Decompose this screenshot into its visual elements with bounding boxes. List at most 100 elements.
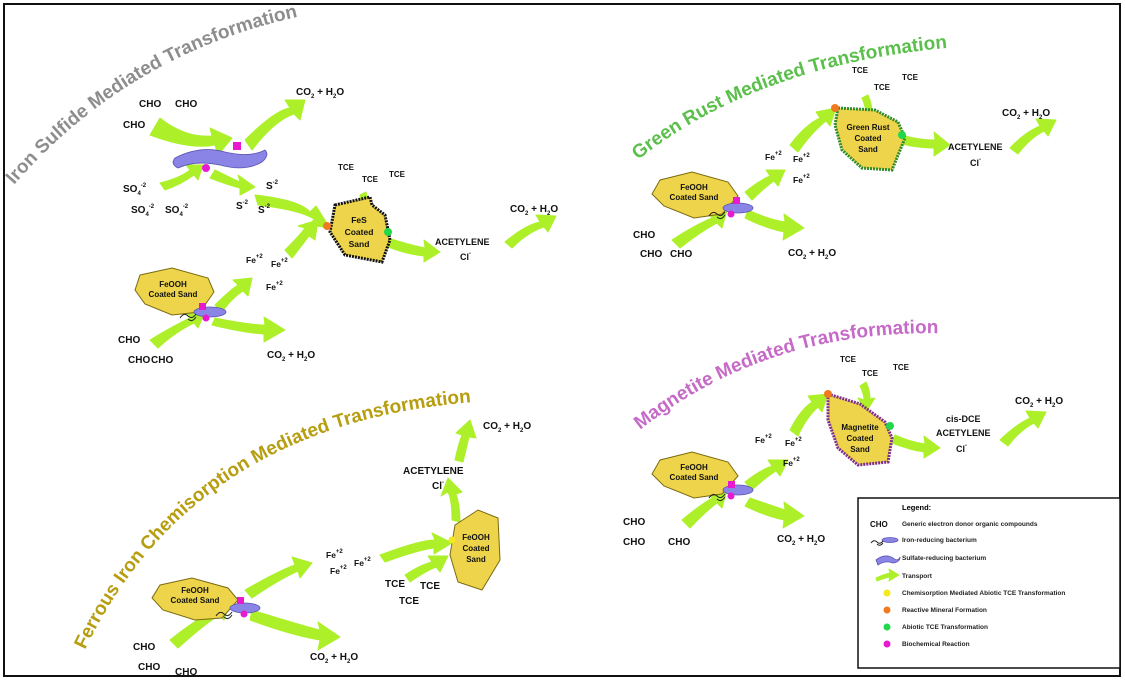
arrow-bacterium-to-s xyxy=(209,169,256,196)
biochemical-reaction-marker xyxy=(202,164,210,172)
arrow-mg-bacterium-to-co2 xyxy=(744,497,805,529)
label-co2-h2o: CO2 + H2O xyxy=(510,204,558,217)
label-cho: CHO xyxy=(128,355,150,366)
bacterium-flagella xyxy=(708,493,726,502)
label-cho: CHO xyxy=(175,667,197,678)
label-cho: CHO xyxy=(123,120,145,131)
bacterium-flagella xyxy=(708,211,726,220)
green-rust-coated-sand xyxy=(833,106,907,172)
feooh-label: FeOOH xyxy=(159,280,187,289)
arrow-mg-bacterium-to-fe xyxy=(744,459,789,491)
label-chloride: Cl- xyxy=(432,480,444,492)
iron-reducing-bacterium xyxy=(722,484,754,496)
label-cho: CHO xyxy=(139,99,161,110)
feooh-label: FeOOH xyxy=(680,183,708,192)
feooh-label: Coated Sand xyxy=(149,290,198,299)
label-tce: TCE xyxy=(338,163,355,172)
fes-coated-sand xyxy=(328,195,392,264)
feooh-coated-sand xyxy=(651,171,739,219)
legend-chemisorption-icon xyxy=(883,589,891,597)
feooh-label: Coated Sand xyxy=(171,596,220,605)
legend-biochemical-icon xyxy=(883,640,891,648)
label-acetylene: ACETYLENE xyxy=(948,142,1003,152)
label-co2-h2o: CO2 + H2O xyxy=(296,87,344,100)
label-acetylene: ACETYLENE xyxy=(435,237,490,247)
label-acetylene: ACETYLENE xyxy=(936,428,991,438)
biochemical-reaction-marker xyxy=(202,314,210,322)
label-co2-h2o: CO2 + H2O xyxy=(310,652,358,665)
legend-text: Transport xyxy=(902,573,933,580)
label-sulfide: S-2 xyxy=(258,204,271,216)
biochemical-reaction-marker xyxy=(727,492,735,500)
abiotic-transformation-marker xyxy=(886,422,894,430)
legend-iron-reducing-bacterium-icon xyxy=(870,537,899,546)
arrow-gr-cho-to-bacterium xyxy=(671,209,728,249)
reactive-mineral-formation-marker xyxy=(824,390,832,398)
legend-abiotic-icon xyxy=(883,623,891,631)
label-cho: CHO xyxy=(151,355,173,366)
magnetite-label: Sand xyxy=(850,445,870,454)
arrow-cho-to-bacterium2 xyxy=(149,311,206,349)
legend-text: Generic electron donor organic compounds xyxy=(902,521,1038,528)
magnetite-label: Magnetite xyxy=(841,423,879,432)
feooh-label: Coated Sand xyxy=(670,473,719,482)
transport-arrows xyxy=(149,94,1057,651)
abiotic-transformation-marker xyxy=(898,131,906,139)
arrow-gr-acetylene-to-co2 xyxy=(1009,118,1057,155)
label-fe: Fe+2 xyxy=(793,174,810,185)
label-tce: TCE xyxy=(385,579,405,590)
label-fe: Fe+2 xyxy=(793,153,810,164)
biochemical-reaction-marker xyxy=(727,210,735,218)
legend-sulfate-reducing-bacterium-icon xyxy=(875,555,901,566)
label-fe: Fe+2 xyxy=(271,258,288,269)
biochemical-reaction-marker xyxy=(233,142,241,150)
label-fe: Fe+2 xyxy=(783,457,800,468)
feooh-label: FeOOH xyxy=(181,586,209,595)
label-cho: CHO xyxy=(640,249,662,260)
biochemical-reaction-marker xyxy=(733,197,740,204)
label-cho: CHO xyxy=(623,517,645,528)
arrow-bacterium-to-co2 xyxy=(244,99,306,151)
arrow-ferrous-bacterium-to-co2 xyxy=(249,609,341,651)
arrow-gr-mineral-to-acetylene xyxy=(901,131,951,157)
arrow-gr-fe-to-mineral xyxy=(789,107,837,153)
label-tce: TCE xyxy=(852,66,869,75)
legend-reactive-mineral-icon xyxy=(883,606,891,614)
label-sulfide: S-2 xyxy=(236,200,249,212)
label-co2-h2o: CO2 + H2O xyxy=(1002,108,1050,121)
biochemical-reaction-marker xyxy=(728,481,735,488)
feooh-label: Coated Sand xyxy=(670,193,719,202)
label-cho: CHO xyxy=(623,537,645,548)
label-chloride: Cl- xyxy=(460,251,471,262)
bacterium-flagella xyxy=(215,611,233,620)
legend: Legend: CHO Generic electron donor organ… xyxy=(857,497,1121,669)
bacterium-flagella xyxy=(179,313,197,322)
label-tce: TCE xyxy=(840,355,857,364)
arrow-ferrous-tce-to-sand xyxy=(404,555,449,583)
label-tce: TCE xyxy=(399,596,419,607)
fes-label: FeS xyxy=(351,215,367,225)
panel-magnetite: FeOOH Coated Sand CHO CHO CHO CO2 + H2O … xyxy=(623,355,1063,548)
legend-key-cho: CHO xyxy=(870,520,888,529)
label-co2-h2o: CO2 + H2O xyxy=(267,350,315,363)
fes-label: Coated xyxy=(345,227,374,237)
label-co2-h2o: CO2 + H2O xyxy=(1015,396,1063,409)
title-ferrous-iron: Ferrous Iron Chemisorption Mediated Tran… xyxy=(71,386,472,652)
arrow-mg-tce-to-mineral xyxy=(857,381,876,413)
label-co2-h2o: CO2 + H2O xyxy=(788,248,836,261)
label-sulfide: S-2 xyxy=(266,180,279,192)
label-tce: TCE xyxy=(862,369,879,378)
sulfate-reducing-bacterium xyxy=(172,149,268,169)
label-fe: Fe+2 xyxy=(755,434,772,445)
label-fe: Fe+2 xyxy=(246,254,263,265)
label-cho: CHO xyxy=(118,335,140,346)
arrow-fes-to-acetylene xyxy=(385,237,441,263)
label-tce: TCE xyxy=(874,83,891,92)
biochemical-reaction-marker xyxy=(237,597,244,604)
legend-text: Iron-reducing bacterium xyxy=(902,537,977,544)
arrow-ferrous-sand-to-acetylene xyxy=(440,477,463,523)
panel-iron-sulfide: CHO CHO CHO CO2 + H2O SO4-2 SO4-2 SO4-2 … xyxy=(118,87,558,366)
label-tce: TCE xyxy=(893,363,910,372)
feooh-coated-sand xyxy=(651,451,739,499)
